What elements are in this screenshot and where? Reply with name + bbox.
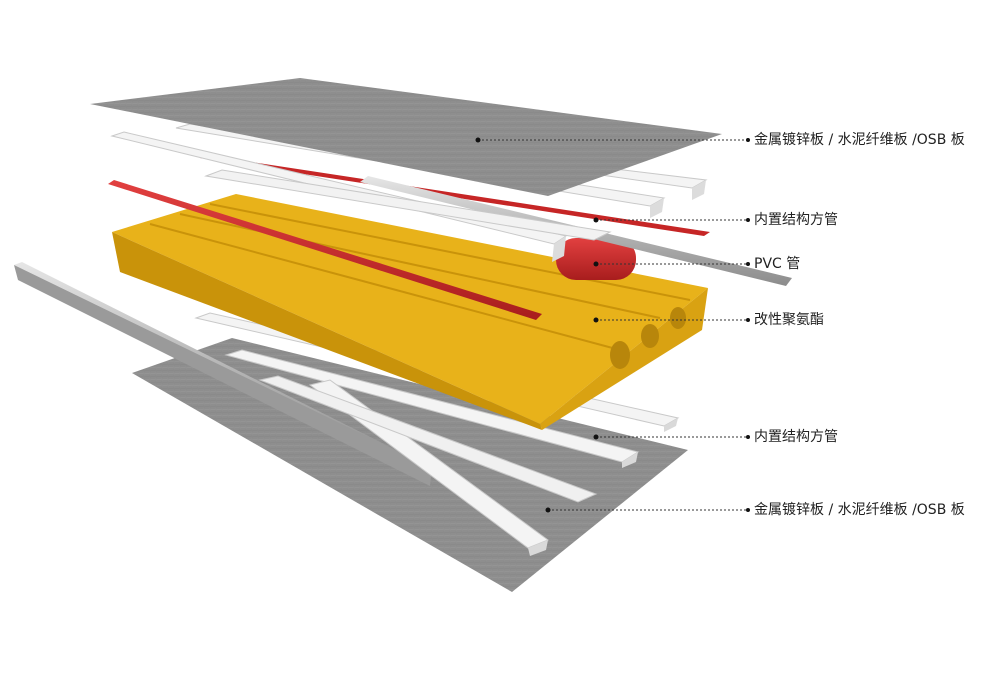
leader-end-polyurethane-core — [746, 318, 750, 322]
leader-end-upper-square-tube — [746, 218, 750, 222]
leader-end-top-sheet — [746, 138, 750, 142]
leader-dot-upper-square-tube — [593, 217, 599, 223]
leader-end-bottom-sheet — [746, 508, 750, 512]
callout-label-top-sheet: 金属镀锌板 / 水泥纤维板 /OSB 板 — [754, 132, 965, 148]
lower-steel-rod — [14, 262, 432, 486]
callout-label-polyurethane-core: 改性聚氨酯 — [754, 312, 824, 328]
leader-dot-bottom-sheet — [545, 507, 551, 513]
callout-leaders — [475, 137, 750, 513]
polyurethane-core — [112, 194, 708, 430]
leader-dot-pvc-pipe — [593, 261, 599, 267]
callout-label-pvc-pipe: PVC 管 — [754, 256, 801, 272]
leader-dot-polyurethane-core — [593, 317, 599, 323]
leader-end-pvc-pipe — [746, 262, 750, 266]
leader-dot-lower-square-tube — [593, 434, 599, 440]
callout-label-bottom-sheet: 金属镀锌板 / 水泥纤维板 /OSB 板 — [754, 502, 965, 518]
top-metal-sheet — [90, 78, 722, 196]
leader-end-lower-square-tube — [746, 435, 750, 439]
pvc-red-pipe — [108, 155, 710, 320]
leader-dot-top-sheet — [475, 137, 481, 143]
callout-label-upper-square-tube: 内置结构方管 — [754, 212, 838, 228]
pvc-pipe-section — [556, 238, 636, 280]
callout-label-lower-square-tube: 内置结构方管 — [754, 429, 838, 445]
